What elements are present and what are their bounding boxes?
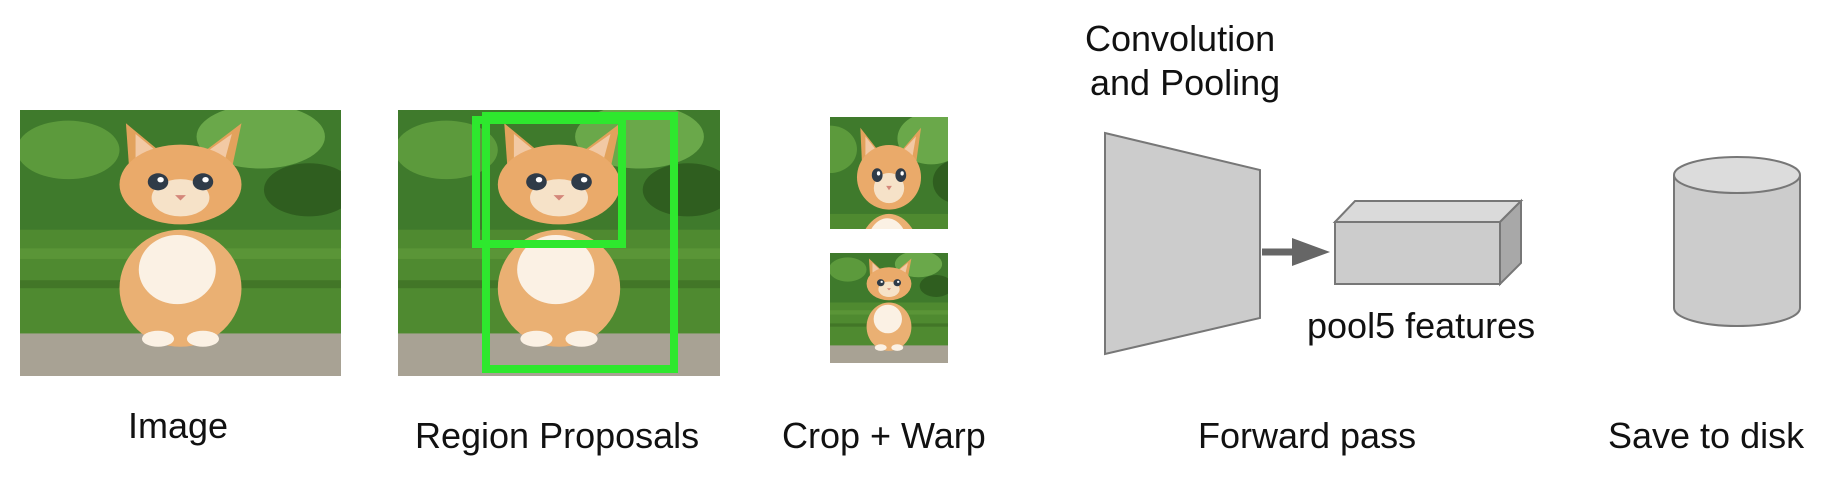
conv-label-line2: and Pooling [1090, 62, 1281, 103]
disk-cylinder-top [1673, 156, 1801, 194]
forward-arrow-head [1292, 238, 1330, 266]
feature-box-top [1332, 200, 1524, 223]
feature-box-front [1334, 221, 1501, 285]
disk-cylinder [1673, 175, 1801, 327]
proposal-box-head [472, 116, 626, 248]
pool5-features-label: pool5 features [1307, 305, 1536, 346]
step-label-save-to-disk: Save to disk [1608, 415, 1805, 456]
step-label-image: Image [128, 405, 229, 446]
conv-label-line1: Convolution [1085, 18, 1276, 59]
step-label-crop-warp: Crop + Warp [782, 415, 986, 456]
proposal-box-body [482, 112, 678, 373]
step-label-forward-pass: Forward pass [1198, 415, 1417, 456]
step-label-region-proposals: Region Proposals [415, 415, 700, 456]
convolution-block [1104, 131, 1261, 356]
